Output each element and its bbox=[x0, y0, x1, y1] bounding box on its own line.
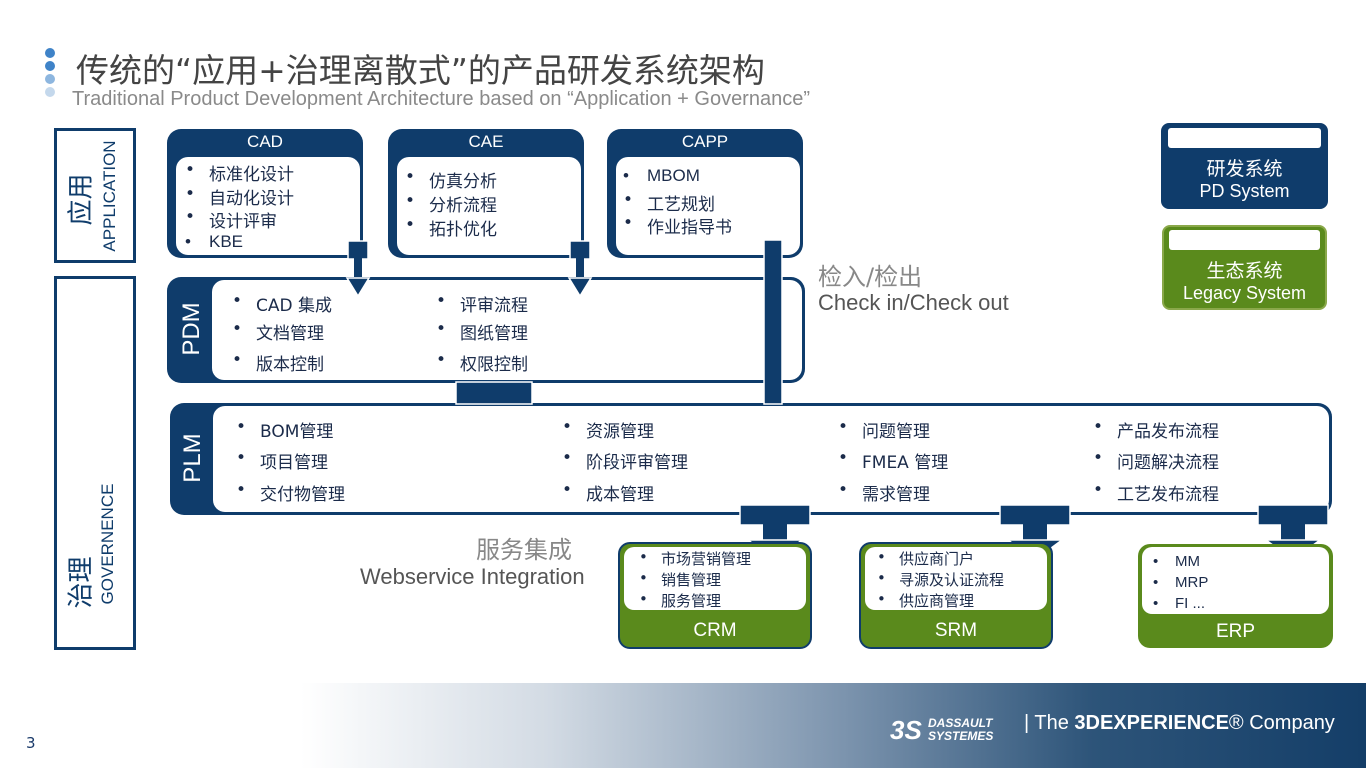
page-number: 3 bbox=[26, 734, 36, 752]
list-item: 市场营销管理 bbox=[639, 548, 751, 569]
list-item: 资源管理 bbox=[562, 417, 654, 442]
capp-title: CAPP bbox=[681, 132, 729, 151]
list-item: 自动化设计 bbox=[185, 184, 294, 209]
pdm-items-panel: CAD 集成 文档管理 版本控制 评审流程 图纸管理 权限控制 bbox=[212, 280, 802, 380]
page-title: 传统的“应用+治理离散式”的产品研发系统架构 bbox=[76, 51, 765, 90]
legend-legacy-cn: 生态系统 bbox=[1206, 260, 1283, 282]
list-item: 工艺规划 bbox=[623, 190, 715, 215]
cae-to-pdm-arrow bbox=[567, 240, 593, 298]
svg-text:3S: 3S bbox=[890, 715, 922, 745]
list-item: FMEA 管理 bbox=[838, 448, 948, 473]
cad-app-box: CAD 标准化设计 自动化设计 设计评审 KBE bbox=[167, 129, 363, 258]
erp-label: ERP bbox=[1215, 621, 1256, 642]
list-item: 需求管理 bbox=[838, 480, 930, 505]
legend-legacy-system: 生态系统 Legacy System bbox=[1162, 225, 1327, 310]
plm-items-panel: BOM管理 项目管理 交付物管理 资源管理 阶段评审管理 成本管理 问题管理 F… bbox=[213, 406, 1329, 512]
cad-items-panel: 标准化设计 自动化设计 设计评审 KBE bbox=[176, 157, 360, 255]
governance-side-label: 治理 GOVERNENCE bbox=[54, 276, 136, 650]
list-item: 交付物管理 bbox=[236, 480, 345, 505]
footer-band bbox=[0, 683, 1366, 768]
list-item: 阶段评审管理 bbox=[562, 448, 688, 473]
list-item: 产品发布流程 bbox=[1093, 417, 1219, 442]
cae-items-panel: 仿真分析 分析流程 拓扑优化 bbox=[397, 157, 581, 255]
checkin-label-en: Check in/Check out bbox=[818, 290, 1009, 315]
list-item: 权限控制 bbox=[436, 350, 528, 375]
list-item: 设计评审 bbox=[185, 207, 277, 232]
list-item: 销售管理 bbox=[639, 569, 721, 590]
crm-items-panel: 市场营销管理 销售管理 服务管理 bbox=[624, 547, 806, 610]
list-item: 版本控制 bbox=[232, 350, 324, 375]
crm-label: CRM bbox=[693, 620, 737, 641]
legend-pd-en: PD System bbox=[1199, 181, 1290, 201]
list-item: 分析流程 bbox=[405, 191, 497, 216]
list-item: 拓扑优化 bbox=[405, 215, 497, 240]
erp-box: MM MRP FI ... ERP bbox=[1138, 544, 1333, 648]
list-item: 服务管理 bbox=[639, 590, 721, 611]
brand-tagline: | The 3DEXPERIENCE® Company bbox=[1024, 712, 1335, 735]
legend-pd-swatch bbox=[1168, 128, 1321, 148]
pdm-plm-connector bbox=[455, 381, 533, 405]
cad-title: CAD bbox=[247, 132, 283, 151]
legend-legacy-en: Legacy System bbox=[1182, 283, 1307, 303]
list-item: 评审流程 bbox=[436, 291, 528, 316]
cad-to-pdm-arrow bbox=[345, 240, 371, 298]
service-integration-en: Webservice Integration bbox=[360, 564, 585, 589]
list-item: CAD 集成 bbox=[232, 291, 332, 316]
page-subtitle: Traditional Product Development Architec… bbox=[72, 88, 810, 110]
srm-label: SRM bbox=[934, 620, 978, 641]
list-item: 供应商管理 bbox=[877, 590, 974, 611]
bullet-dots-decoration bbox=[45, 48, 55, 100]
svg-text:DASSAULT: DASSAULT bbox=[928, 716, 994, 730]
srm-items-panel: 供应商门户 寻源及认证流程 供应商管理 bbox=[865, 547, 1047, 610]
brand-prefix: | The bbox=[1024, 712, 1075, 734]
list-item: 成本管理 bbox=[562, 480, 654, 505]
erp-items-panel: MM MRP FI ... bbox=[1142, 547, 1329, 614]
list-item: MM bbox=[1153, 553, 1200, 570]
brand-suffix: ® Company bbox=[1228, 712, 1335, 734]
legend-legacy-swatch bbox=[1169, 230, 1320, 250]
list-item: MRP bbox=[1153, 574, 1209, 591]
list-item: BOM管理 bbox=[236, 417, 334, 442]
application-side-label: 应用 APPLICATION bbox=[54, 128, 136, 263]
list-item: 项目管理 bbox=[236, 448, 328, 473]
list-item: 工艺发布流程 bbox=[1093, 480, 1219, 505]
legend-pd-cn: 研发系统 bbox=[1206, 158, 1283, 180]
service-integration-cn: 服务集成 bbox=[476, 536, 572, 564]
list-item: 问题解决流程 bbox=[1093, 448, 1219, 473]
dassault-logo-icon: 3S DASSAULT SYSTEMES bbox=[890, 715, 994, 745]
srm-box: 供应商门户 寻源及认证流程 供应商管理 SRM bbox=[859, 542, 1053, 649]
list-item: 仿真分析 bbox=[405, 167, 497, 192]
list-item: 问题管理 bbox=[838, 417, 930, 442]
list-item: 寻源及认证流程 bbox=[877, 569, 1004, 590]
legend-pd-system: 研发系统 PD System bbox=[1161, 123, 1328, 209]
list-item: 文档管理 bbox=[232, 319, 324, 344]
list-item: 标准化设计 bbox=[185, 160, 294, 185]
plm-band: PLM BOM管理 项目管理 交付物管理 资源管理 阶段评审管理 成本管理 问题… bbox=[170, 403, 1332, 515]
crm-box: 市场营销管理 销售管理 服务管理 CRM bbox=[618, 542, 812, 649]
checkin-label-cn: 检入/检出 bbox=[818, 263, 923, 291]
list-item: FI ... bbox=[1153, 595, 1205, 612]
capp-items-panel: MBOM 工艺规划 作业指导书 bbox=[616, 157, 800, 255]
capp-to-plm-line bbox=[763, 239, 783, 405]
brand-bold: 3DEXPERIENCE bbox=[1074, 712, 1229, 734]
list-item: 图纸管理 bbox=[436, 319, 528, 344]
pdm-band: PDM CAD 集成 文档管理 版本控制 评审流程 图纸管理 权限控制 bbox=[167, 277, 805, 383]
capp-app-box: CAPP MBOM 工艺规划 作业指导书 bbox=[607, 129, 803, 258]
cae-app-box: CAE 仿真分析 分析流程 拓扑优化 bbox=[388, 129, 584, 258]
list-item: 供应商门户 bbox=[877, 548, 974, 569]
cae-title: CAE bbox=[468, 132, 504, 151]
list-item: MBOM bbox=[623, 166, 700, 186]
list-item: KBE bbox=[185, 232, 243, 252]
svg-text:SYSTEMES: SYSTEMES bbox=[928, 729, 993, 743]
list-item: 作业指导书 bbox=[623, 213, 732, 238]
